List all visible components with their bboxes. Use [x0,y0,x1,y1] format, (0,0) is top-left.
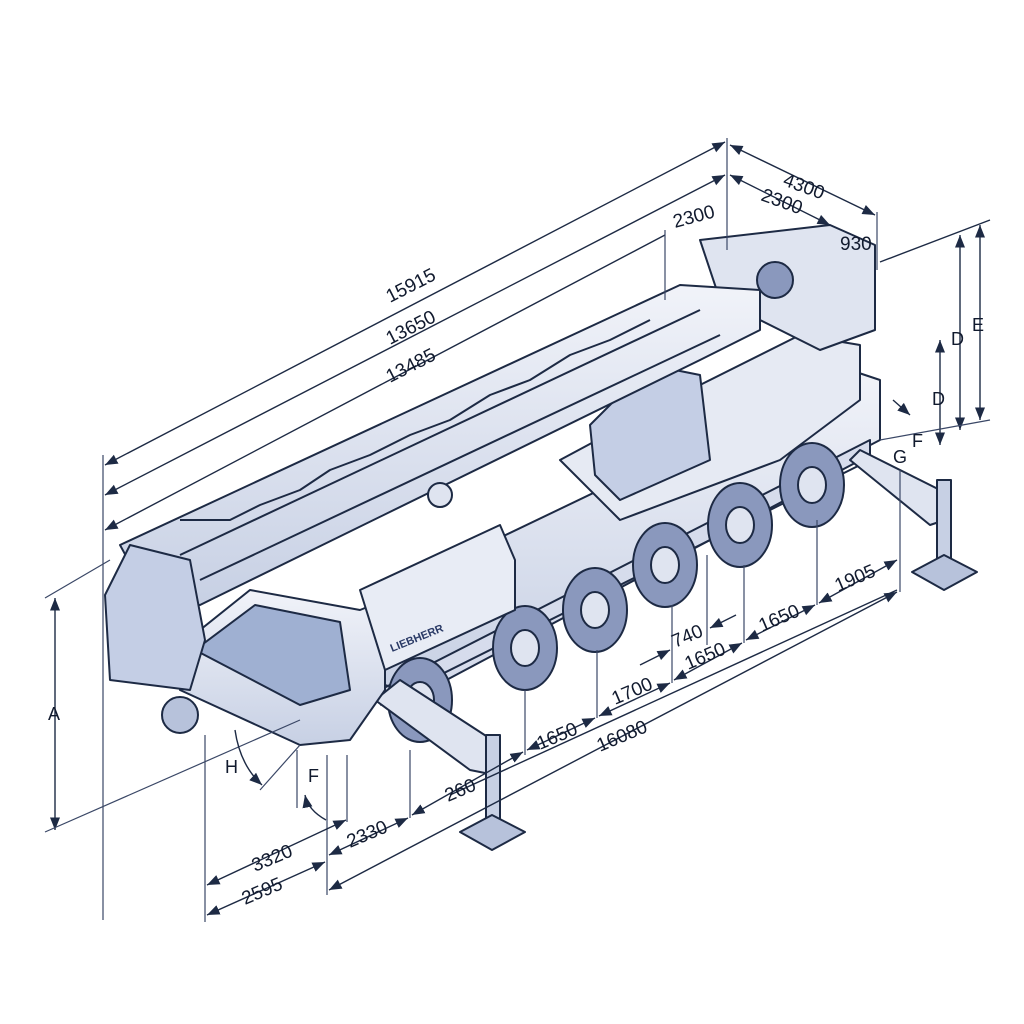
wheel [779,442,845,528]
wheel [562,567,628,653]
dim-overall-boom: 15915 [383,265,440,308]
dim-outrigger-front: 2330 [344,817,391,853]
dim-offset: 930 [840,234,872,255]
label-H: H [225,757,238,777]
label-D-upper: D [951,329,964,349]
dim-boom-low: 13485 [383,345,440,388]
label-E: E [972,315,984,335]
dim-axle-4: 1650 [756,601,803,637]
label-G: G [893,447,907,467]
label-F-front: F [308,766,319,786]
dim-boom-head: 2300 [671,202,717,233]
wheel [492,605,558,691]
dim-boom-mid: 13650 [383,307,440,350]
front-dimensions: A H F [44,559,327,833]
rear-dimensions: 4300 2300 930 E D D F G [729,144,991,467]
wheel [707,482,773,568]
label-D-lower: D [932,389,945,409]
wheel [632,522,698,608]
label-A: A [48,704,60,724]
dim-rear-overhang: 1905 [832,561,879,597]
dim-front-axle: 2595 [239,874,286,910]
dim-overall-length: 16080 [594,717,651,757]
label-F-rear: F [912,431,923,451]
dim-axle-1: 1650 [534,719,581,755]
dim-front-overhang: 3320 [249,841,296,877]
